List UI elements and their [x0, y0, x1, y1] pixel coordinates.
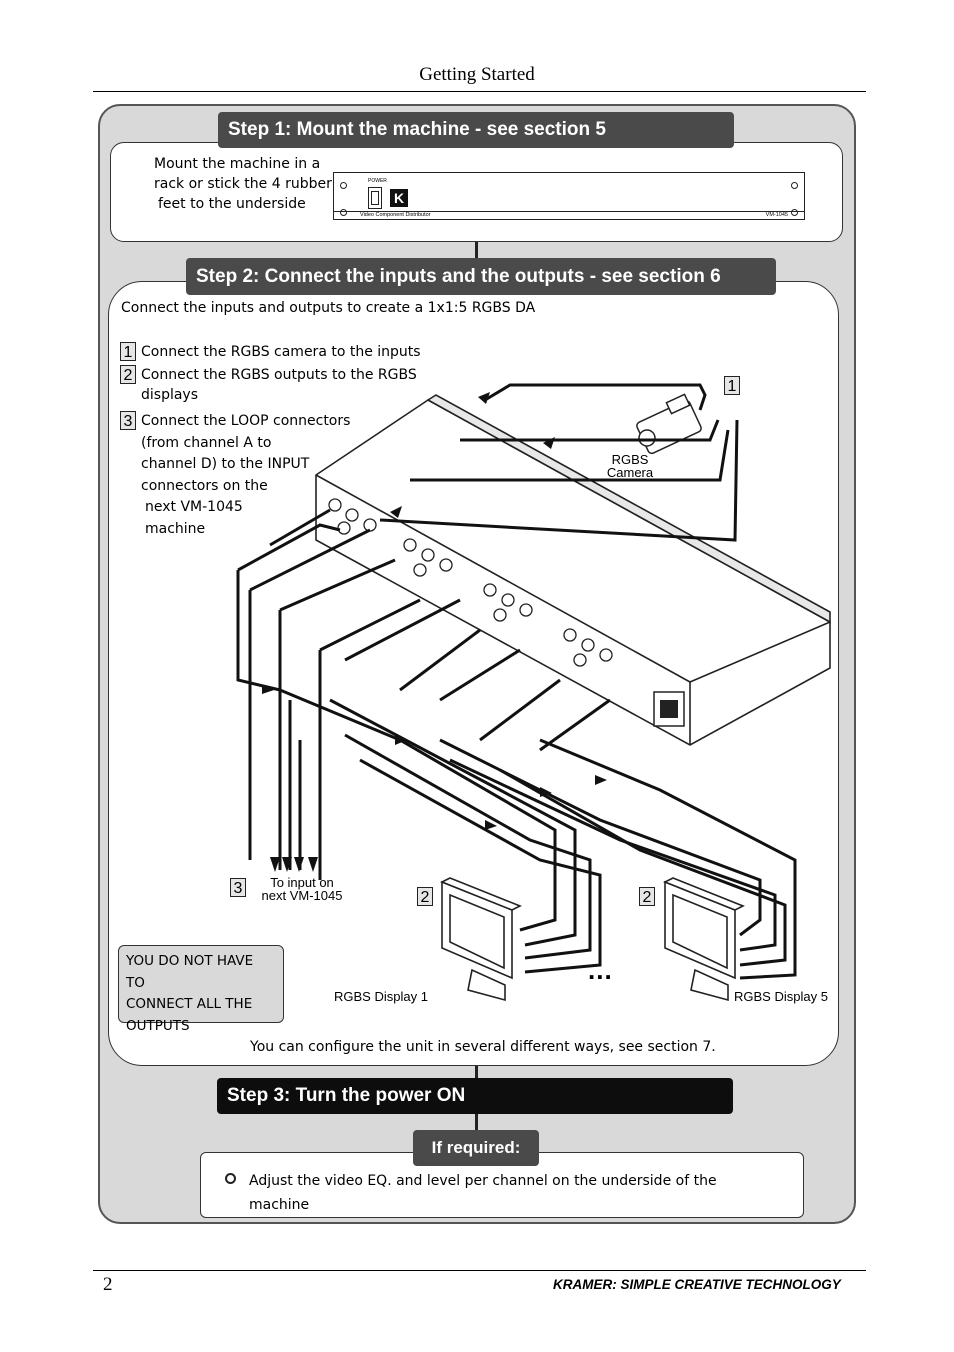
callout-loop-badge: 3	[230, 878, 246, 898]
step1-text-line: Mount the machine in a	[154, 156, 321, 172]
display-monitor-icon	[663, 877, 745, 1002]
step2-item-text: (from channel A to	[141, 434, 272, 451]
step2-banner: Step 2: Connect the inputs and the outpu…	[186, 258, 776, 295]
rgbs-cables	[236, 383, 797, 980]
step2-item-text: connectors on the	[141, 477, 268, 494]
bnc-connector-array	[328, 498, 613, 667]
step3-title: Step 3: Turn the power ON	[227, 1085, 466, 1106]
step1-text-line: feet to the underside	[158, 196, 306, 212]
step2-item-text: Connect the LOOP connectors	[141, 413, 351, 429]
mount-hole-icon	[340, 209, 347, 216]
panel-divider	[334, 211, 804, 212]
configure-note: You can configure the unit in several di…	[250, 1039, 716, 1055]
step2-item-text: displays	[141, 387, 199, 403]
device-front-panel: POWER K Video Component Distributor VM-1…	[333, 172, 805, 220]
display-monitor-icon	[440, 877, 522, 1002]
step2-item: 1 Connect the RGBS camera to the inputs	[120, 342, 440, 362]
kramer-logo-icon: K	[390, 189, 408, 207]
mount-hole-icon	[791, 182, 798, 189]
display5-label: RGBS Display 5	[734, 989, 828, 1004]
step2-item-text: Connect the RGBS camera to the inputs	[141, 344, 421, 360]
step1-banner: Step 1: Mount the machine - see section …	[218, 112, 734, 148]
cable-arrows	[262, 392, 607, 872]
step1-instructions: Mount the machine in a rack or stick the…	[154, 154, 354, 214]
step-connector-line	[475, 240, 478, 260]
step-connector-line	[475, 1062, 478, 1080]
page-number: 2	[103, 1274, 113, 1295]
step2-instruction-list: 1 Connect the RGBS camera to the inputs …	[120, 342, 440, 540]
display1-label: RGBS Display 1	[334, 989, 428, 1004]
if-required-title: If required:	[431, 1138, 521, 1157]
step2-item-text: Connect the RGBS outputs to the RGBS	[141, 367, 417, 383]
mount-hole-icon	[791, 209, 798, 216]
footer-brand: KRAMER: SIMPLE CREATIVE TECHNOLOGY	[553, 1277, 841, 1292]
if-required-banner: If required:	[413, 1130, 539, 1166]
step2-intro: Connect the inputs and outputs to create…	[121, 300, 536, 316]
step2-item-text: channel D) to the INPUT	[141, 456, 310, 472]
next-machine-label: To input on next VM-1045	[261, 875, 343, 903]
step1-title: Step 1: Mount the machine - see section …	[228, 119, 606, 140]
device-rear-view	[315, 394, 831, 746]
panel-model-number: VM-1045	[765, 212, 788, 218]
optional-outputs-note: YOU DO NOT HAVE TO CONNECT ALL THE OUTPU…	[118, 945, 284, 1034]
power-inlet-socket	[660, 700, 678, 718]
step2-title: Step 2: Connect the inputs and the outpu…	[196, 265, 721, 287]
callout-display5-badge: 2	[639, 887, 655, 907]
power-switch-icon	[368, 187, 382, 209]
step-number-badge: 3	[120, 411, 136, 430]
step2-item: 3 Connect the LOOP connectors (from chan…	[120, 411, 440, 540]
footer-rule	[93, 1270, 866, 1271]
step-connector-line	[475, 1114, 478, 1132]
step2-item: 2 Connect the RGBS outputs to the RGBS d…	[120, 365, 440, 405]
callout-display1-badge: 2	[417, 887, 433, 907]
step2-item-text: next VM-1045	[145, 499, 243, 515]
camera-label: RGBS Camera	[606, 452, 654, 480]
step-number-badge: 1	[120, 342, 136, 361]
step1-text-line: rack or stick the 4 rubber	[154, 176, 332, 192]
power-label: POWER	[368, 178, 387, 184]
mount-hole-icon	[340, 182, 347, 189]
bullet-circle-icon	[225, 1173, 236, 1184]
panel-model-description: Video Component Distributor	[360, 212, 431, 218]
page-header-title: Getting Started	[419, 64, 535, 85]
callout-camera-badge: 1	[724, 376, 740, 396]
header-rule	[93, 91, 866, 92]
if-required-text: Adjust the video EQ. and level per chann…	[249, 1173, 717, 1213]
step-number-badge: 2	[120, 365, 136, 384]
camera-icon	[636, 393, 702, 455]
step3-banner: Step 3: Turn the power ON	[217, 1078, 733, 1114]
more-displays-ellipsis: ...	[588, 955, 613, 985]
step2-item-text: machine	[145, 520, 206, 537]
